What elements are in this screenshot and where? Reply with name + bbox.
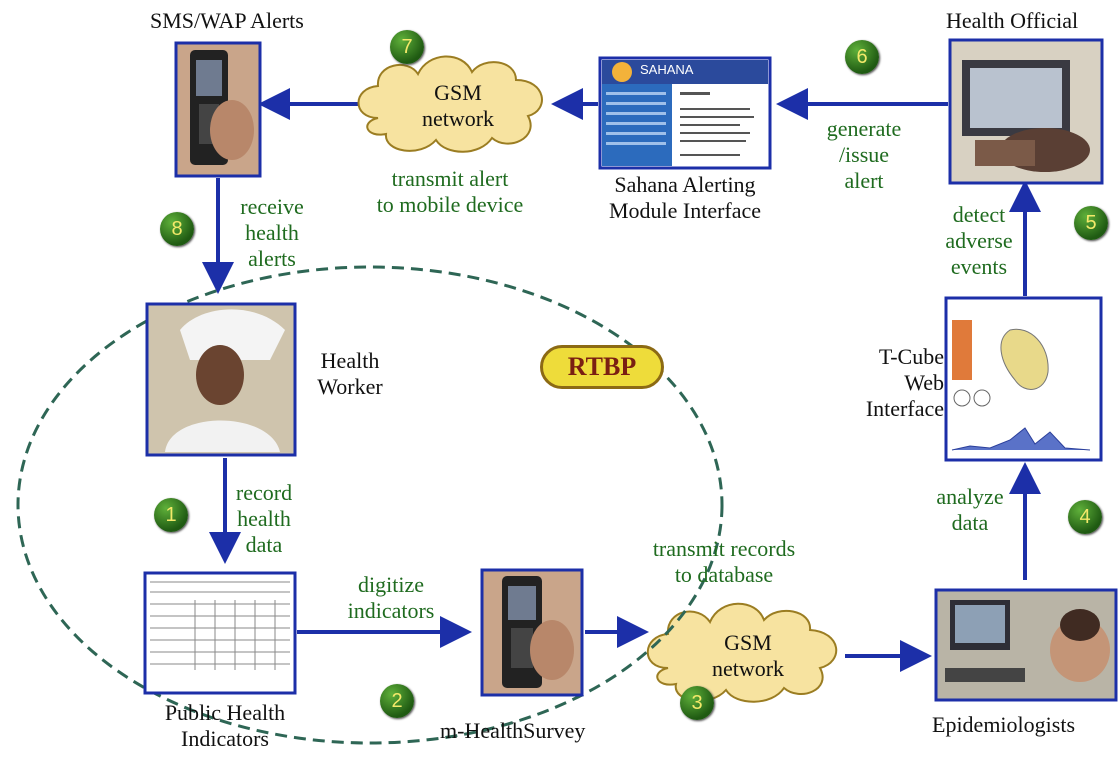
step-badge-2: 2: [380, 684, 414, 718]
edge-digitize-indicators: digitize indicators: [347, 572, 435, 623]
edge-generate-issue-alert: generate /issue alert: [826, 116, 902, 193]
tcube-screenshot: [944, 296, 1103, 462]
gsm-cloud-top: [357, 55, 543, 153]
edge-analyze-data: analyze data: [936, 484, 1004, 535]
m-healthsurvey-label: m-HealthSurvey: [440, 718, 586, 743]
edge-receive-alerts: receive health alerts: [240, 194, 304, 271]
rtbp-tag: RTBP: [540, 345, 664, 389]
sms-wap-alerts-label: SMS/WAP Alerts: [150, 8, 304, 33]
health-official-photo: [948, 38, 1104, 185]
rtbp-boundary: [16, 265, 724, 745]
step-badge-5: 5: [1074, 206, 1108, 240]
edge-record-health-data: record health data: [235, 480, 293, 557]
gsm-bottom-label: GSM network: [711, 630, 785, 681]
step-badge-8: 8: [160, 212, 194, 246]
edge-transmit-alert: transmit alert to mobile device: [376, 166, 524, 217]
sms-phone-photo: [174, 41, 262, 178]
sahana-logo-text: SAHANA: [640, 62, 694, 77]
step-badge-4: 4: [1068, 500, 1102, 534]
step-badge-1: 1: [154, 498, 188, 532]
edge-detect-adverse: detect adverse events: [945, 202, 1013, 279]
gsm-top-label: GSM network: [421, 80, 495, 131]
edge-transmit-records: transmit records to database: [652, 536, 796, 587]
sahana-screenshot: [598, 56, 772, 170]
survey-phone-photo: [480, 568, 584, 697]
epidemiologists-photo: [934, 588, 1118, 702]
public-health-indicators-label: Public Health Indicators: [164, 700, 286, 751]
health-worker-label: Health Worker: [317, 348, 383, 399]
epidemiologists-label: Epidemiologists: [932, 712, 1075, 737]
tcube-interface-label: T-Cube Web Interface: [865, 344, 944, 421]
step-badge-3: 3: [680, 686, 714, 720]
health-official-label: Health Official: [946, 8, 1079, 33]
step-badge-6: 6: [845, 40, 879, 74]
sahana-interface-label: Sahana Alerting Module Interface: [608, 172, 762, 223]
step-badge-7: 7: [390, 30, 424, 64]
health-worker-photo: [145, 302, 297, 457]
indicators-document: [143, 571, 297, 695]
